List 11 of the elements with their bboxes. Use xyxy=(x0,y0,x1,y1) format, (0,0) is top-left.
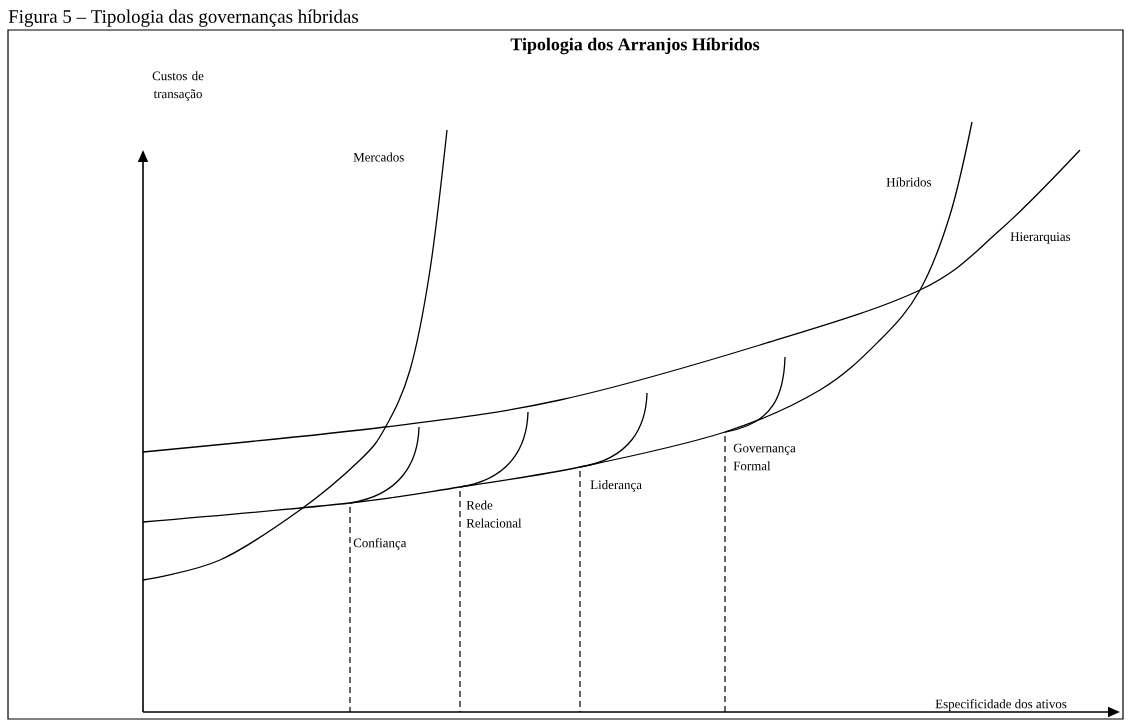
axis-label: Custos de transação xyxy=(152,71,204,101)
figure-caption: Figura 5 – Tipologia das governanças híbridas xyxy=(8,9,359,27)
curve-label: Híbridos xyxy=(886,177,932,187)
chart-title: Tipologia dos Arranjos Híbridos xyxy=(510,37,760,55)
point-label: Rede Relacional xyxy=(466,500,522,528)
point-label: Confiança xyxy=(353,538,407,550)
axis-label: Especificidade dos ativos xyxy=(935,699,1067,711)
curve-label: Hierarquias xyxy=(1010,232,1071,244)
curve-label: Mercados xyxy=(353,152,404,162)
point-label: Liderança xyxy=(590,480,642,492)
point-label: Governança Formal xyxy=(733,443,796,471)
